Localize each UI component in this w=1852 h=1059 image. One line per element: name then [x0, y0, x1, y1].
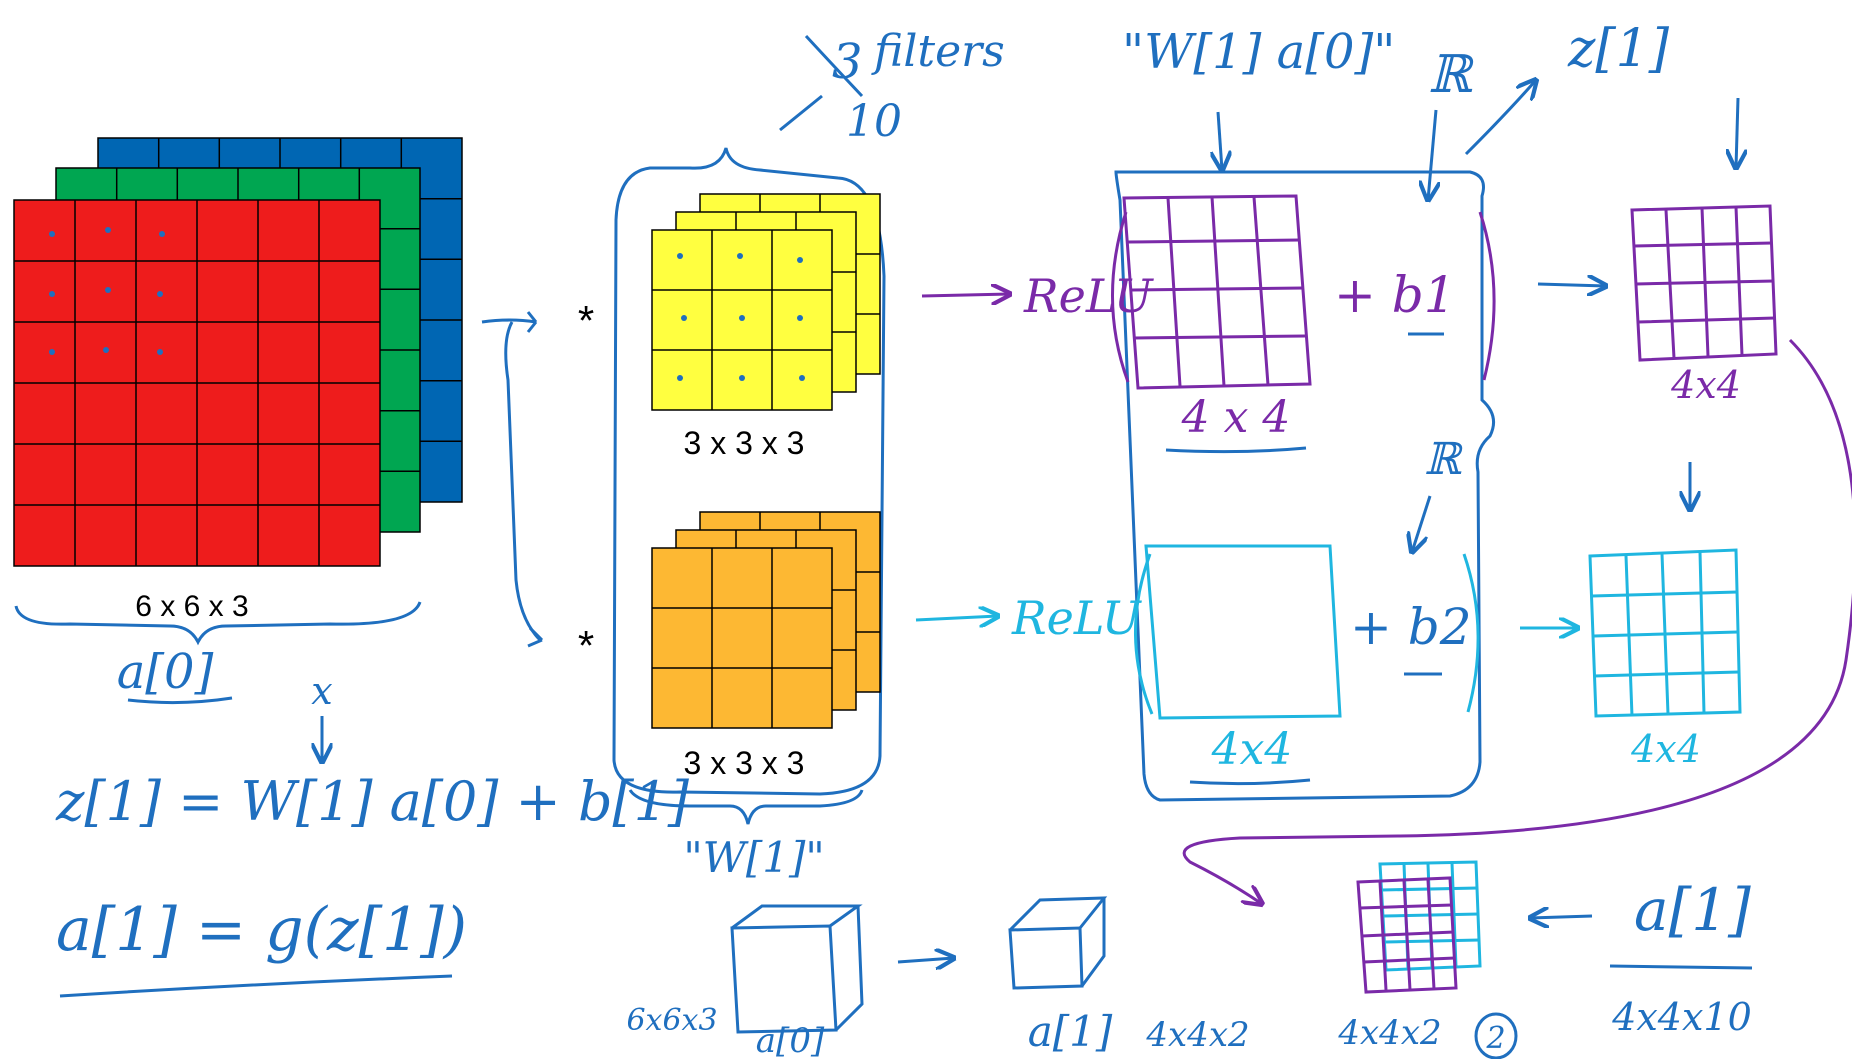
filters-label: filters — [871, 26, 1005, 77]
filters-annotation-pointer — [779, 94, 823, 132]
general-output-name: a[1] — [1634, 876, 1751, 944]
filter-top-dims: 3 x 3 x 3 — [684, 425, 805, 461]
input-red-channel — [13, 199, 381, 567]
output-dims-top: 4x4 — [1670, 363, 1741, 407]
conv-result-box-bottom — [1144, 544, 1342, 720]
paren-open-top — [1111, 211, 1130, 383]
real-marker-bottom: ℝ — [1424, 434, 1463, 485]
relu-top-label: ReLU — [1023, 269, 1155, 323]
filter-bottom-dims: 3 x 3 x 3 — [684, 745, 805, 781]
output-grid-bottom — [1588, 548, 1742, 718]
z-arrow-down — [1736, 97, 1738, 168]
dims-underline-top — [1165, 446, 1307, 454]
stack-curve — [1182, 338, 1852, 904]
input-brace — [14, 601, 422, 646]
filters-count: 10 — [846, 96, 902, 147]
conv-result-dims-bottom: 4x4 — [1211, 724, 1293, 775]
output-grid-top — [1630, 204, 1778, 362]
arrow-from-general — [1530, 916, 1593, 918]
arrow-to-z — [1464, 80, 1536, 156]
output-dims-bottom: 4x4 — [1630, 727, 1701, 771]
filter-top-operator: * — [578, 297, 594, 344]
stage-bottom: ReLU 4x4 + b2 ℝ 4x4 — [915, 434, 1742, 786]
paren-open-bottom — [1134, 553, 1154, 715]
arrow-to-relu-bottom — [915, 616, 998, 620]
bottom-row: 6x6x3 a[0] a[1] 4x4x2 4x4x2 2 a[1] — [626, 860, 1753, 1059]
x-label: x — [311, 669, 332, 713]
circled-channel-count — [1474, 1012, 1518, 1059]
equations: x z[1] = W[1] a[0] + b[1] a[1] = g(z[1]) — [55, 669, 690, 998]
equation-underline — [59, 974, 453, 998]
relu-bottom-label: ReLU — [1011, 591, 1143, 645]
paren-close-top — [1478, 211, 1496, 381]
real-arrow-top — [1428, 109, 1436, 200]
stacked-volume: 4x4x2 2 — [1337, 860, 1518, 1059]
input-cube-name: a[0] — [756, 1021, 825, 1059]
output-cube — [1008, 896, 1108, 990]
input-cube-dims: 6x6x3 — [626, 1003, 717, 1038]
real-arrow-bottom — [1412, 495, 1432, 552]
filter-top: 3 x 3 x 3 — [651, 193, 881, 461]
a-equation: a[1] = g(z[1]) — [56, 895, 467, 965]
z-equation: z[1] = W[1] a[0] + b[1] — [55, 770, 690, 833]
z-label: z[1] — [1567, 19, 1670, 79]
input-dims-label: 6 x 6 x 3 — [135, 590, 248, 623]
general-output-underline — [1609, 964, 1753, 970]
input-cube — [730, 904, 864, 1034]
product-header: "W[1] a[0]" — [1122, 24, 1395, 80]
input-name-underline — [127, 696, 233, 705]
general-output-dims: 4x4x10 — [1611, 995, 1752, 1039]
filter-bottom-operator: * — [578, 622, 594, 669]
convolution-split-bracket — [481, 318, 542, 642]
real-marker-top: ℝ — [1428, 45, 1475, 105]
paren-close-bottom — [1462, 553, 1480, 713]
strike-through — [804, 34, 864, 98]
conv-result-grid-top — [1122, 194, 1312, 390]
bias-top: + b1 — [1334, 266, 1456, 324]
circled-channel-count-label: 2 — [1485, 1021, 1505, 1056]
output-cube-dims: 4x4x2 — [1145, 1015, 1249, 1055]
filters-annotation: 3 filters 10 — [804, 26, 1005, 147]
arrow-to-output-top — [1537, 284, 1606, 286]
input-name-label: a[0] — [117, 644, 214, 700]
dims-underline-bottom — [1189, 778, 1311, 786]
product-header-arrow — [1218, 111, 1222, 170]
arrow-to-relu-top — [921, 294, 1010, 296]
filter-position-dots — [49, 227, 165, 355]
input-volume: 6 x 6 x 3 a[0] — [13, 137, 463, 705]
filter-bank: 3 x 3 x 3 3 x 3 x 3 "W[1]" — [612, 94, 886, 882]
stacked-volume-dims: 4x4x2 — [1337, 1013, 1441, 1053]
filter-bank-brace — [628, 789, 864, 825]
conv-result-dims-top: 4 x 4 — [1181, 392, 1291, 443]
filter-bank-outline — [612, 147, 886, 796]
output-cube-name: a[1] — [1028, 1007, 1113, 1056]
stage-top: ReLU 4 x 4 + b1 ℝ z[1] 4x4 — [921, 19, 1778, 510]
filter-bottom: 3 x 3 x 3 — [651, 511, 881, 781]
cube-transform-arrow — [897, 958, 954, 962]
bias-bottom: + b2 — [1350, 598, 1472, 656]
filter-bank-weights-label: "W[1]" — [683, 833, 824, 882]
